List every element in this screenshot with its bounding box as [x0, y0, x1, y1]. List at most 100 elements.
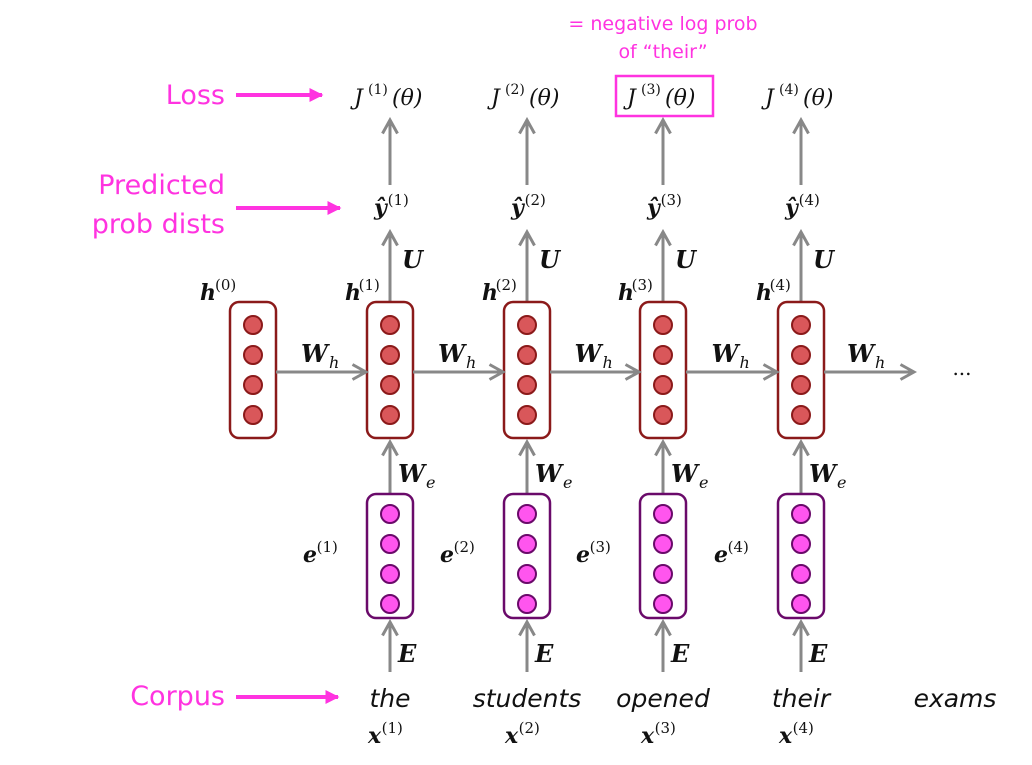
- predicted-distribution-superscript: (2): [525, 191, 546, 209]
- input-vector-label: x(2): [504, 719, 540, 749]
- input-vector-label-symbol: x: [504, 723, 519, 749]
- loss-theta: (θ): [665, 86, 695, 111]
- hidden-neuron: [791, 315, 811, 335]
- embedding-neuron: [380, 534, 400, 554]
- wh-subscript: h: [329, 353, 339, 372]
- input-word: the: [369, 684, 410, 713]
- input-vector-label-symbol: x: [778, 723, 793, 749]
- we-subscript: e: [837, 473, 846, 492]
- hidden-neuron: [243, 375, 263, 395]
- embedding-neuron: [517, 594, 537, 614]
- wh-symbol: W: [575, 339, 604, 368]
- note-line1: = negative log prob: [568, 13, 757, 35]
- we-symbol: W: [671, 459, 700, 488]
- predicted-distribution-symbol: ŷ: [510, 195, 526, 221]
- corpus-annotation: Corpus: [130, 681, 340, 712]
- h0-superscript: (0): [215, 276, 236, 294]
- we-symbol: W: [398, 459, 427, 488]
- input-word: their: [772, 684, 832, 713]
- hidden-neuron: [791, 405, 811, 425]
- loss-term: J(2)(θ): [487, 82, 559, 111]
- embedding-label: e(4): [714, 538, 749, 568]
- loss-superscript: (2): [505, 82, 525, 98]
- output-weight-U: U: [539, 245, 562, 274]
- embedding-label-symbol: e: [303, 542, 317, 568]
- embedding-label-symbol: e: [576, 542, 590, 568]
- input-vector-label-superscript: (1): [382, 719, 403, 737]
- hidden-neuron: [791, 345, 811, 365]
- h0-neurons: [243, 315, 263, 425]
- loss-symbol: J: [350, 86, 364, 111]
- we-subscript: e: [699, 473, 708, 492]
- embedding-neuron: [791, 594, 811, 614]
- hidden-state-label-symbol: h: [618, 280, 634, 306]
- hidden-neuron: [517, 345, 537, 365]
- h0-symbol: h: [200, 280, 216, 306]
- input-vector-label-superscript: (4): [793, 719, 814, 737]
- loss-superscript: (3): [641, 82, 661, 98]
- embedding-matrix-E: E: [670, 639, 690, 668]
- embedding-label-superscript: (3): [590, 538, 611, 556]
- hidden-neuron: [243, 345, 263, 365]
- hidden-neuron: [653, 345, 673, 365]
- predicted-distribution: ŷ(1): [373, 191, 409, 221]
- predicted-distribution-superscript: (4): [799, 191, 820, 209]
- input-vector-label-superscript: (2): [519, 719, 540, 737]
- hidden-neuron: [517, 315, 537, 335]
- loss-term: J(4)(θ): [761, 82, 833, 111]
- highlighted-loss-box: [614, 74, 715, 118]
- hidden-neuron: [380, 315, 400, 335]
- we-symbol: W: [809, 459, 838, 488]
- we-subscript: e: [426, 473, 435, 492]
- embedding-neuron: [653, 534, 673, 554]
- output-weight-U: U: [675, 245, 698, 274]
- hidden-state-label: h(1): [345, 276, 380, 306]
- embedding-label-symbol: e: [714, 542, 728, 568]
- embedding-neuron: [517, 504, 537, 524]
- loss-theta: (θ): [803, 86, 833, 111]
- hidden-neuron: [243, 405, 263, 425]
- wh-subscript: h: [466, 353, 476, 372]
- loss-symbol: J: [623, 86, 637, 111]
- embedding-neuron: [653, 594, 673, 614]
- predicted-distribution: ŷ(3): [646, 191, 682, 221]
- output-weight-U: U: [402, 245, 425, 274]
- wh-symbol: W: [438, 339, 467, 368]
- embedding-matrix-E: E: [534, 639, 554, 668]
- predicted-distribution: ŷ(4): [784, 191, 820, 221]
- input-vector-label: x(3): [640, 719, 676, 749]
- hidden-state-label-symbol: h: [482, 280, 498, 306]
- wh-symbol: W: [712, 339, 741, 368]
- embedding-label-superscript: (2): [454, 538, 475, 556]
- embedding-neuron: [380, 594, 400, 614]
- hidden-state-label-superscript: (4): [770, 276, 791, 294]
- output-weight-U: U: [813, 245, 836, 274]
- hidden-neuron: [791, 375, 811, 395]
- continuation-ellipsis: ...: [952, 356, 971, 380]
- hidden-neuron: [653, 315, 673, 335]
- loss-superscript: (4): [779, 82, 799, 98]
- note-line2: of “their”: [618, 41, 707, 63]
- hidden-state-label: h(3): [618, 276, 653, 306]
- embedding-matrix-E: E: [808, 639, 828, 668]
- predicted-distribution-symbol: ŷ: [646, 195, 662, 221]
- predicted-distribution-superscript: (1): [388, 191, 409, 209]
- wh-symbol: W: [301, 339, 330, 368]
- embedding-neuron: [380, 564, 400, 584]
- embedding-label-superscript: (4): [728, 538, 749, 556]
- embedding-neuron: [380, 504, 400, 524]
- hidden-state-label-symbol: h: [756, 280, 772, 306]
- loss-symbol: J: [761, 86, 775, 111]
- embedding-neuron: [791, 534, 811, 554]
- embedding-label: e(1): [303, 538, 338, 568]
- embedding-label-symbol: e: [440, 542, 454, 568]
- predicted-distribution-superscript: (3): [661, 191, 682, 209]
- input-vector-label: x(1): [367, 719, 403, 749]
